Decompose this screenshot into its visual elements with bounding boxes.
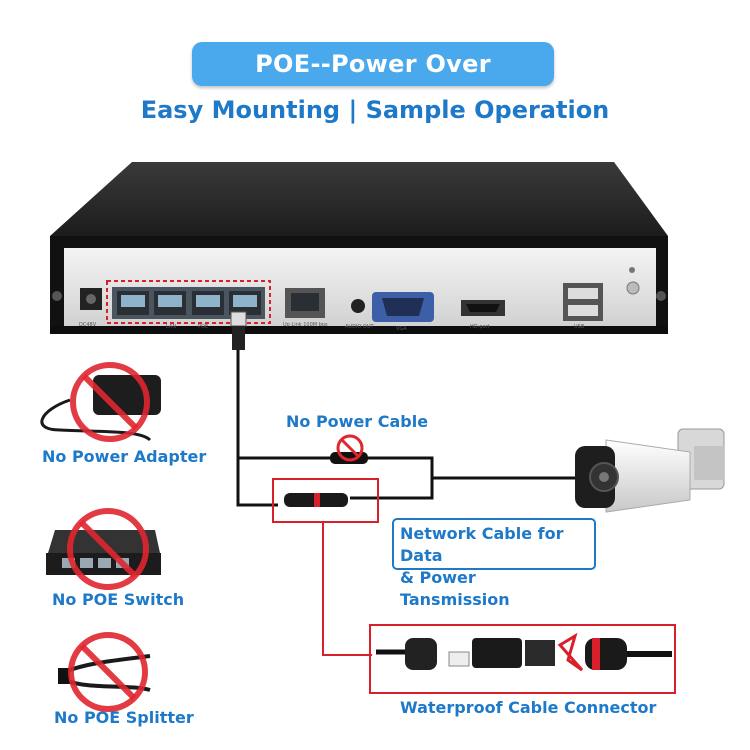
audio-jack: [351, 299, 365, 313]
hdmi-port: [461, 300, 505, 316]
poe-splitter: [58, 632, 151, 712]
lan-port-label: LAN: [166, 324, 177, 330]
no-poe-splitter-label: No POE Splitter: [54, 708, 194, 727]
usb-ports: [563, 283, 603, 321]
network-cable-callout: Network Cable for Data & Power Tansmissi…: [392, 518, 596, 609]
power-adapter: [40, 362, 161, 442]
audio-port-label: AUDIO OUT: [345, 324, 374, 330]
no-power-adapter-label: No Power Adapter: [42, 447, 207, 466]
callout-leader: [322, 522, 372, 656]
dc-power-jack: [80, 288, 102, 310]
no-power-cable-label: No Power Cable: [286, 412, 429, 431]
uplink-port-label: Up Link 100M bps: [283, 322, 328, 328]
cable-connector: [272, 478, 379, 523]
hdmi-port-label: HD-port: [470, 324, 490, 330]
waterproof-connector-label: Waterproof Cable Connector: [400, 698, 657, 717]
network-cable-line1: Network Cable for Data: [400, 524, 564, 565]
waterproof-connector-detail: [369, 624, 676, 694]
vga-port: [372, 292, 434, 322]
uplink-port: [285, 288, 325, 318]
page-subtitle: Easy Mounting | Sample Operation: [140, 96, 610, 124]
power-cable-crossed: [330, 434, 368, 464]
poe-port-label: POE: [198, 324, 209, 330]
dc-port-label: DC48V: [79, 322, 97, 328]
bullet-camera: [575, 428, 725, 513]
poe-switch: [46, 508, 161, 590]
ground-screw-icon: [626, 281, 640, 295]
usb-port-label: USB: [574, 324, 585, 330]
page-title: POE--Power Over Ethernet: [192, 42, 554, 122]
vga-port-label: VGA: [396, 326, 407, 332]
no-poe-switch-label: No POE Switch: [52, 590, 185, 609]
network-cable-line2: & Power Tansmission: [400, 568, 510, 609]
rj45-plug: [230, 311, 247, 350]
poe-port-group: [106, 280, 271, 324]
